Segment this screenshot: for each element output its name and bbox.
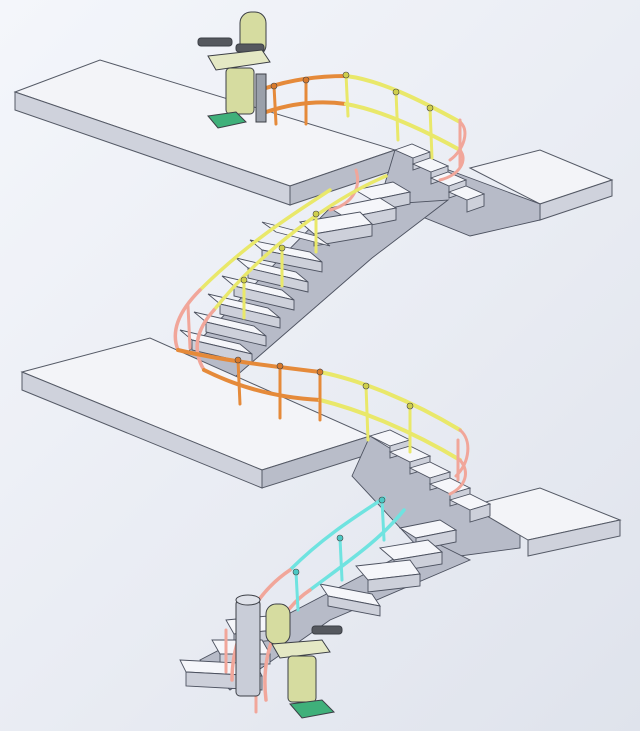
rail-tube-icon — [344, 74, 462, 124]
landing-rail — [176, 348, 470, 496]
rail-tube-icon — [202, 368, 322, 402]
rail-tube-icon — [448, 120, 467, 162]
upper-chair — [197, 11, 271, 129]
rail-post-icon — [338, 536, 344, 582]
rail-post-icon — [364, 384, 370, 442]
rail-tube-icon — [288, 496, 386, 572]
rail-tube-icon — [212, 174, 388, 312]
rail-tube-icon — [318, 370, 462, 432]
rail-posts — [186, 72, 462, 714]
stairlift-chair-icon — [197, 11, 271, 129]
rail-tube-icon — [318, 398, 462, 462]
rail-post-icon — [428, 106, 434, 160]
rail-joints — [234, 71, 434, 576]
rail-tube-icon — [344, 102, 462, 152]
rail-tube-icon — [198, 188, 332, 292]
lower-chair — [235, 594, 343, 719]
lower-flight — [179, 519, 472, 691]
rail-post-icon — [380, 498, 386, 542]
rail-post-icon — [186, 304, 192, 350]
lower-right-flight — [351, 429, 622, 561]
rail-column — [235, 599, 261, 697]
middle-rail — [173, 168, 388, 372]
rail-tube-icon — [308, 508, 406, 592]
rail-tube-icon — [448, 458, 467, 496]
middle-landing — [20, 337, 372, 489]
middle-flight — [179, 181, 450, 391]
stairlift-chair-icon — [265, 603, 343, 719]
rail-tube-icon — [195, 308, 216, 372]
rail-post-icon — [272, 84, 278, 126]
rail-tube-icon — [173, 288, 202, 352]
rail-tube-icon — [176, 348, 322, 374]
rail-tube-icon — [328, 168, 359, 212]
top-landing — [13, 59, 397, 206]
rail-post-icon — [236, 358, 242, 406]
rail-post-icon — [344, 72, 350, 118]
rail-post-icon — [394, 90, 400, 142]
rail-post-icon — [294, 570, 300, 612]
